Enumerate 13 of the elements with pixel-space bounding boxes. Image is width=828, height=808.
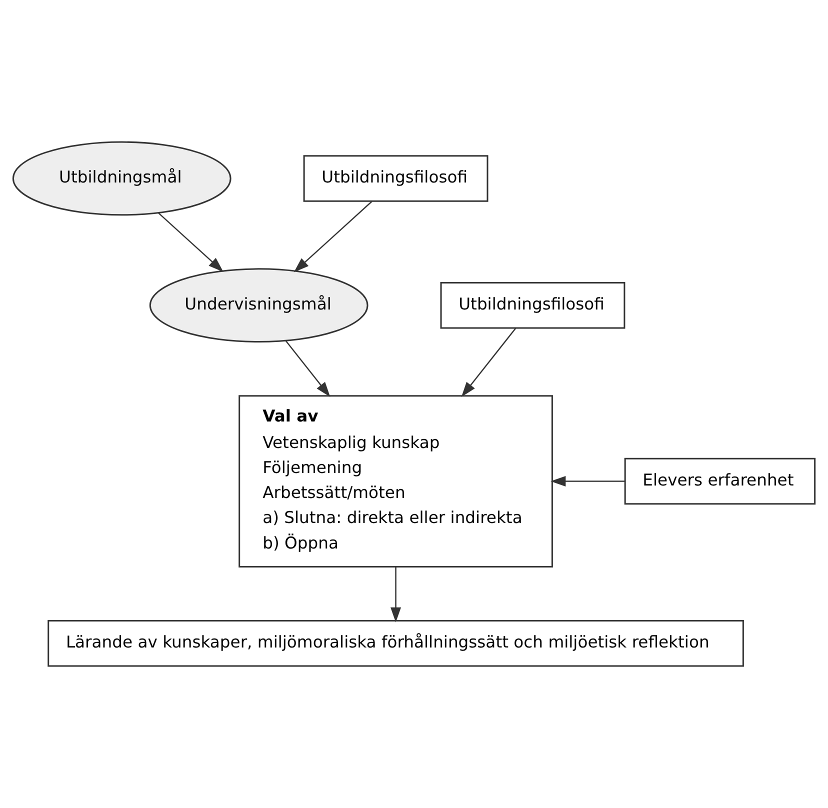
node-ellipse: Utbildningsmål xyxy=(12,141,232,216)
node-ellipse: Undervisningsmål xyxy=(149,268,368,343)
node-box: Utbildningsfilosofi xyxy=(303,155,488,202)
arrow xyxy=(285,340,330,398)
arrow xyxy=(550,476,625,487)
node-box: Elevers erfarenhet xyxy=(624,458,816,505)
node-box: Lärande av kunskaper, miljömoraliska förhållningssätt och miljöetisk reflektion xyxy=(48,620,744,667)
node-box: Val av Vetenskaplig kunskap Följemening Arbetssätt/möten a) Slutna: direkta eller indirekta b) Öppna xyxy=(238,395,553,568)
arrow xyxy=(294,200,372,272)
node-box: Utbildningsfilosofi xyxy=(440,282,626,329)
arrow xyxy=(390,567,402,622)
arrow xyxy=(461,328,516,397)
arrow xyxy=(158,212,224,272)
